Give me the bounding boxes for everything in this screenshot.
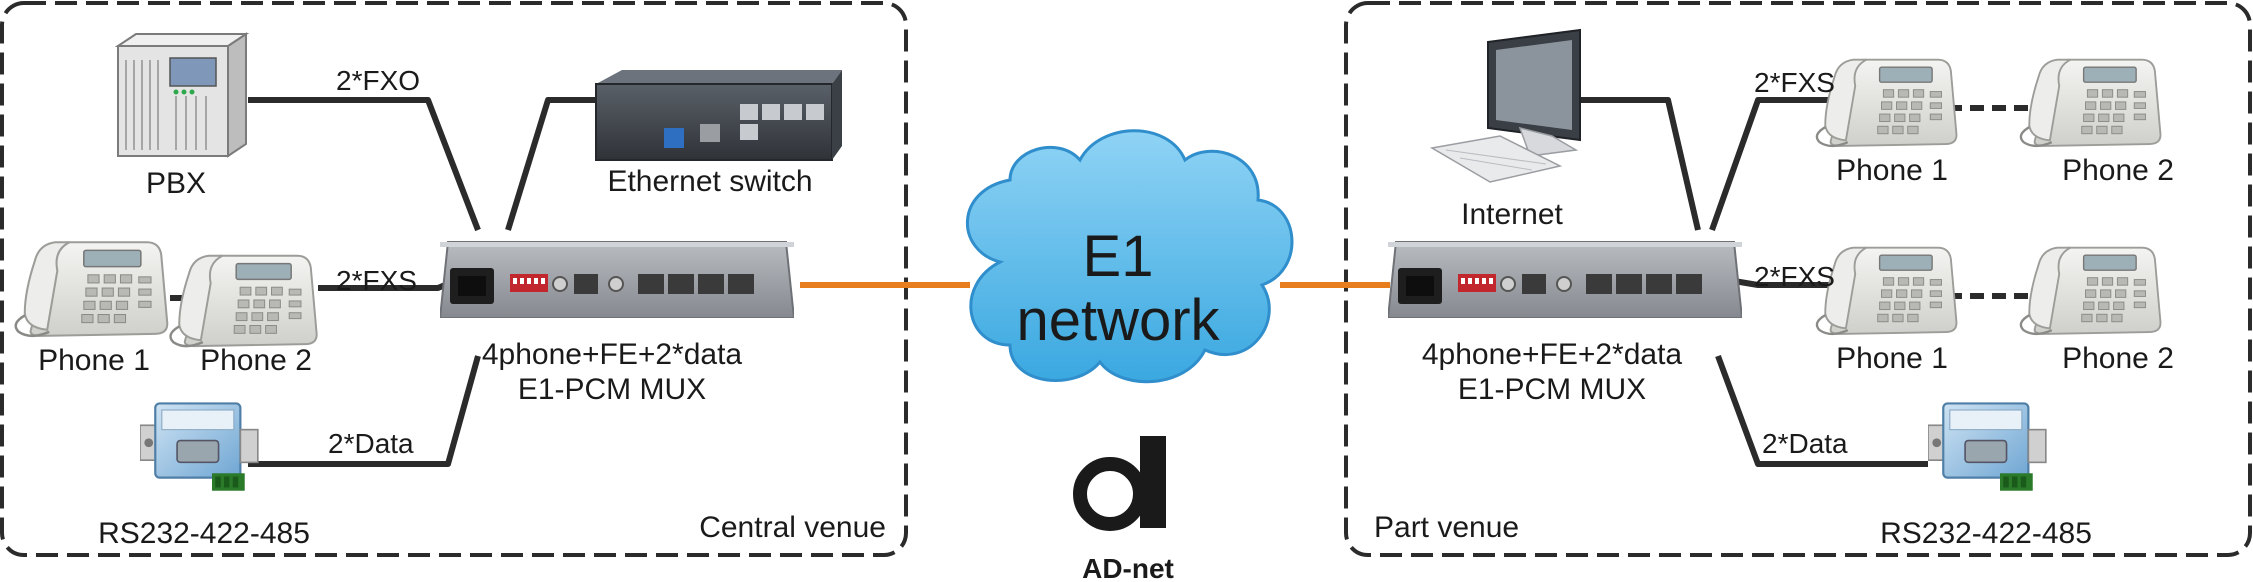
right-phone-bottom-2 (2021, 248, 2161, 334)
left-mux-name-line1: 4phone+FE+2*data (482, 338, 743, 371)
left-phone-1-label: Phone 1 (38, 344, 150, 377)
logo-caption: AD-net (1082, 553, 1174, 582)
right-mux-name-line2: E1-PCM MUX (1458, 373, 1646, 406)
right-phone-top-1-label: Phone 1 (1836, 154, 1948, 187)
computer-link (1574, 97, 1701, 231)
left-serial-link-label: 2*Data (328, 428, 414, 459)
adnet-logo: net AD-net (1073, 436, 1174, 582)
right-serial-converter (1928, 403, 2046, 490)
e1-network-cloud: E1 network (965, 129, 1294, 384)
right-e1-pcm-mux (1388, 242, 1742, 318)
pbx-device (114, 32, 250, 158)
central-venue-border (0, 1, 908, 557)
right-phone-bottom-1-label: Phone 1 (1836, 342, 1948, 375)
right-phone-top-1 (1817, 60, 1957, 146)
logo-net-mark: net (1140, 448, 1165, 482)
left-phone-2 (170, 256, 316, 346)
switch-link (505, 97, 598, 231)
right-mux-name-line1: 4phone+FE+2*data (1422, 338, 1683, 371)
left-serial-label: RS232-422-485 (98, 517, 310, 550)
left-e1-pcm-mux (440, 242, 794, 318)
network-title-line2: network (1016, 288, 1220, 353)
right-serial-link-label: 2*Data (1762, 428, 1848, 459)
left-phones-link-label: 2*FXS (336, 265, 417, 296)
network-title-line1: E1 (1083, 224, 1154, 289)
ethernet-switch-device (595, 70, 842, 161)
right-serial-link (1715, 354, 1928, 467)
right-phones-top-link-label: 2*FXS (1754, 67, 1835, 98)
left-serial-converter (140, 403, 258, 490)
right-serial-label: RS232-422-485 (1880, 517, 2092, 550)
left-mux-name-line2: E1-PCM MUX (518, 373, 706, 406)
left-serial-link (248, 355, 481, 467)
right-phone-top-2 (2021, 60, 2161, 146)
right-phone-bottom-2-label: Phone 2 (2062, 342, 2174, 375)
right-phone-top-2-label: Phone 2 (2062, 154, 2174, 187)
computer-label: Internet (1461, 198, 1563, 231)
connection-lines (248, 97, 1928, 467)
part-venue-border (1344, 1, 2252, 557)
pbx-link-label: 2*FXO (336, 65, 420, 96)
internet-computer (1429, 28, 1581, 183)
right-phones-bottom-link-label: 2*FXS (1754, 261, 1835, 292)
left-phone-1 (16, 242, 168, 336)
central-venue-label: Central venue (699, 511, 886, 544)
right-phone-bottom-1 (1817, 248, 1957, 334)
switch-label: Ethernet switch (607, 165, 812, 198)
pbx-label: PBX (146, 167, 206, 200)
part-venue-label: Part venue (1374, 511, 1519, 544)
right-phones-top-link (1709, 97, 1838, 232)
left-phone-2-label: Phone 2 (200, 344, 312, 377)
pbx-link (248, 97, 481, 232)
